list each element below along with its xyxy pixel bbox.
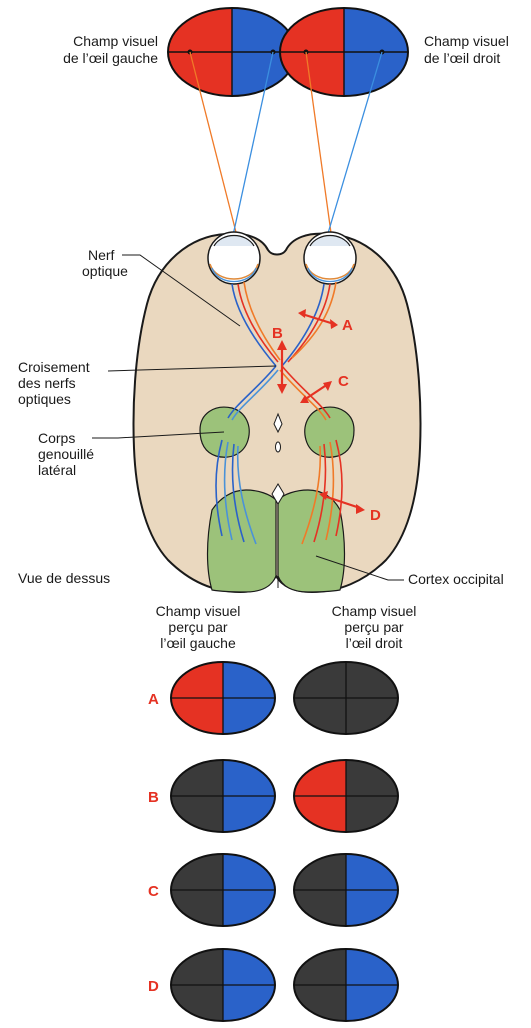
label-nerf-2: optique — [82, 263, 128, 279]
eye-left — [208, 232, 260, 284]
eye-right — [304, 232, 356, 284]
top-field-left-label-1: Champ visuel — [73, 33, 158, 49]
label-corps-1: Corps — [38, 430, 75, 446]
perceived-right-header-3: l’œil droit — [346, 635, 403, 651]
perceived-fields: A B C D — [148, 662, 398, 1021]
perceived-left-header-3: l’œil gauche — [160, 635, 236, 651]
perceived-field-d-right-eye — [294, 949, 398, 1021]
row-label-c: C — [148, 883, 159, 900]
brain — [134, 234, 421, 592]
perceived-field-b-left-eye — [171, 760, 275, 832]
perceived-left-header-2: perçu par — [168, 619, 227, 635]
perceived-field-c-right-eye — [294, 854, 398, 926]
perceived-left-header-1: Champ visuel — [156, 603, 241, 619]
label-corps-3: latéral — [38, 462, 76, 478]
perceived-right-header-2: perçu par — [344, 619, 403, 635]
row-label-b: B — [148, 789, 159, 806]
perceived-right-header-1: Champ visuel — [332, 603, 417, 619]
perceived-field-d-left-eye — [171, 949, 275, 1021]
row-label-d: D — [148, 978, 159, 995]
top-field-right-label-2: de l’œil droit — [424, 50, 500, 66]
perceived-field-a-right-eye — [294, 662, 398, 734]
label-croisement-1: Croisement — [18, 359, 90, 375]
label-corps-2: genouillé — [38, 446, 94, 462]
lesion-label-a: A — [342, 317, 353, 334]
top-visual-field-left — [168, 8, 296, 96]
perceived-field-b-right-eye — [294, 760, 398, 832]
perceived-field-c-left-eye — [171, 854, 275, 926]
lesion-label-c: C — [338, 373, 349, 390]
perceived-field-a-left-eye — [171, 662, 275, 734]
label-vue-de-dessus: Vue de dessus — [18, 570, 110, 586]
top-field-left-label-2: de l’œil gauche — [63, 50, 158, 66]
lesion-label-b: B — [272, 325, 283, 342]
lesion-label-d: D — [370, 507, 381, 524]
top-visual-field-right — [280, 8, 408, 96]
label-croisement-2: des nerfs — [18, 375, 76, 391]
label-croisement-3: optiques — [18, 391, 71, 407]
label-cortex-occipital: Cortex occipital — [408, 571, 504, 587]
top-field-right-label-1: Champ visuel — [424, 33, 509, 49]
row-label-a: A — [148, 691, 159, 708]
label-nerf-1: Nerf — [88, 247, 115, 263]
